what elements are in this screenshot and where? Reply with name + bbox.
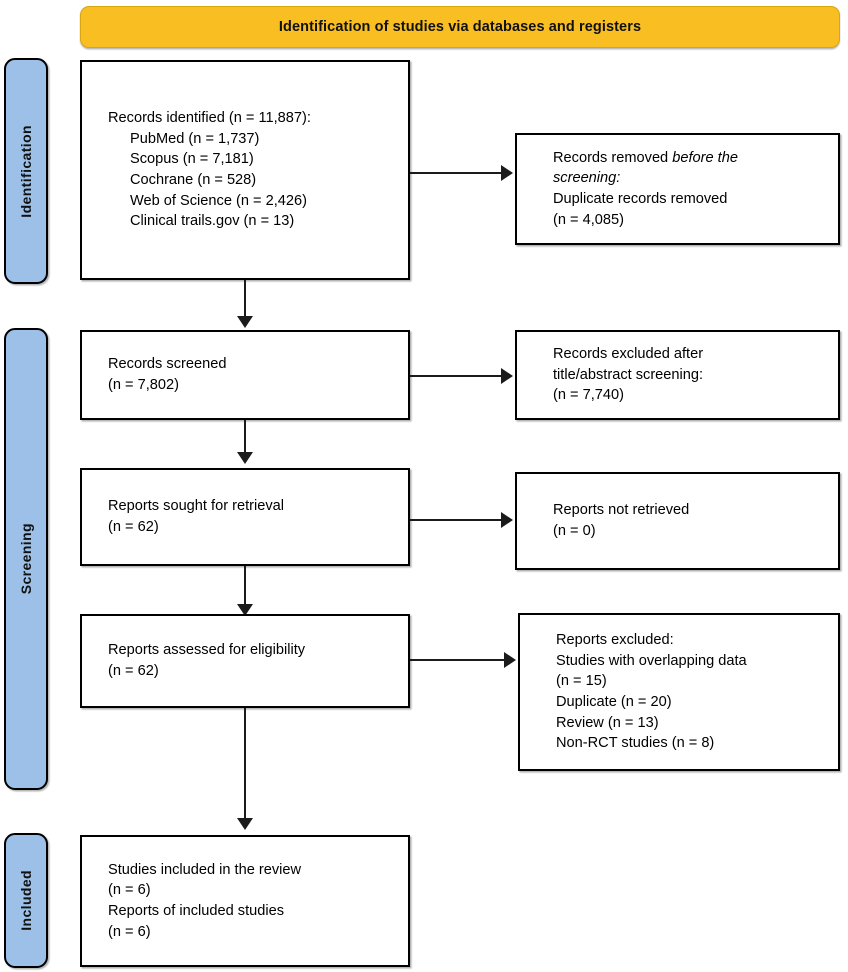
records-excluded-line-1: Records excluded after <box>553 345 704 362</box>
arrowhead-identified-to-removed <box>501 165 513 181</box>
arrowhead-identified-to-screened <box>237 316 253 328</box>
arrowhead-screened-to-excluded <box>501 368 513 384</box>
records-excluded-line-2: title/abstract screening: <box>553 366 704 383</box>
box-studies-included: Studies included in the review (n = 6) R… <box>80 835 410 967</box>
arrowhead-assessed-to-included <box>237 818 253 830</box>
stage-tab-screening-label: Screening <box>18 523 34 595</box>
records-removed-line-4: (n = 4,085) <box>553 211 624 228</box>
records-screened-line-2: (n = 7,802) <box>108 377 179 393</box>
records-screened-line-1: Records screened <box>108 356 227 373</box>
box-records-screened: Records screened (n = 7,802) <box>80 330 410 420</box>
reports-not-retrieved-line-2: (n = 0) <box>553 523 596 539</box>
reports-excluded-line-2: Studies with overlapping data <box>556 652 747 669</box>
studies-included-line-3: Reports of included studies <box>108 903 285 919</box>
stage-tab-included: Included <box>4 833 48 968</box>
box-reports-assessed: Reports assessed for eligibility (n = 62… <box>80 614 410 708</box>
studies-included-line-4: (n = 6) <box>108 923 151 940</box>
records-removed-line-3: Duplicate records removed <box>553 191 728 207</box>
connector-assessed-to-excluded <box>410 659 506 662</box>
reports-assessed-line-1: Reports assessed for eligibility <box>108 642 306 659</box>
box-records-removed: Records removed before the screening: Du… <box>515 133 840 245</box>
box-reports-excluded: Reports excluded: Studies with overlappi… <box>518 613 840 771</box>
stage-tab-screening: Screening <box>4 328 48 790</box>
records-removed-line-1-plain: Records removed <box>553 149 673 166</box>
box-records-excluded: Records excluded after title/abstract sc… <box>515 330 840 420</box>
connector-sought-to-not-retrieved <box>410 519 503 522</box>
records-removed-line-1-italic: before the <box>672 149 738 166</box>
reports-assessed-line-2: (n = 62) <box>108 663 159 679</box>
connector-identified-to-removed <box>410 172 503 175</box>
records-identified-line-5: Web of Science (n = 2,426) <box>130 192 307 209</box>
connector-screened-to-sought <box>244 420 247 454</box>
identification-phase-banner-label: Identification of studies via databases … <box>278 19 642 35</box>
reports-excluded-line-3: (n = 15) <box>556 673 607 690</box>
records-removed-line-2: screening: <box>553 168 824 189</box>
arrowhead-assessed-to-excluded <box>504 652 516 668</box>
connector-sought-to-assessed <box>244 566 247 606</box>
box-reports-sought: Reports sought for retrieval (n = 62) <box>80 468 410 566</box>
reports-sought-line-2: (n = 62) <box>108 519 159 535</box>
arrowhead-screened-to-sought <box>237 452 253 464</box>
arrowhead-sought-to-assessed <box>237 604 253 616</box>
connector-assessed-to-included <box>244 708 247 820</box>
records-identified-line-4: Cochrane (n = 528) <box>130 172 257 188</box>
connector-screened-to-excluded <box>410 375 503 378</box>
reports-not-retrieved-line-1: Reports not retrieved <box>553 502 690 519</box>
records-removed-line-2-italic: screening: <box>553 170 621 187</box>
reports-excluded-line-1: Reports excluded: <box>556 631 674 648</box>
arrowhead-sought-to-not-retrieved <box>501 512 513 528</box>
reports-excluded-line-4: Duplicate (n = 20) <box>556 694 672 710</box>
records-identified-line-1: Records identified (n = 11,887): <box>108 109 311 126</box>
box-reports-not-retrieved: Reports not retrieved (n = 0) <box>515 472 840 570</box>
records-identified-line-2: PubMed (n = 1,737) <box>130 130 260 147</box>
studies-included-line-1: Studies included in the review <box>108 861 302 878</box>
identification-phase-banner: Identification of studies via databases … <box>80 6 840 48</box>
stage-tab-identification-label: Identification <box>18 124 34 218</box>
reports-excluded-line-5: Review (n = 13) <box>556 714 659 731</box>
box-records-identified: Records identified (n = 11,887): PubMed … <box>80 60 410 280</box>
connector-identified-to-screened <box>244 280 247 318</box>
stage-tab-included-label: Included <box>18 870 34 931</box>
records-identified-line-6: Clinical trails.gov (n = 13) <box>130 213 295 230</box>
reports-sought-line-1: Reports sought for retrieval <box>108 498 285 515</box>
records-identified-line-3: Scopus (n = 7,181) <box>130 151 254 168</box>
reports-excluded-line-6: Non-RCT studies (n = 8) <box>556 735 715 752</box>
records-removed-line-1: Records removed before the <box>553 148 824 169</box>
stage-tab-identification: Identification <box>4 58 48 284</box>
studies-included-line-2: (n = 6) <box>108 882 151 899</box>
records-excluded-line-3: (n = 7,740) <box>553 387 624 404</box>
